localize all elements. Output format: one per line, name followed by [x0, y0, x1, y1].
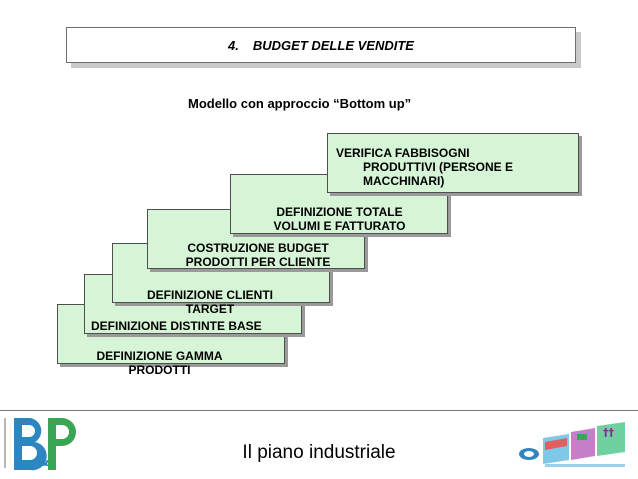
logo-tagline [2, 418, 8, 468]
svg-text:&: & [38, 455, 49, 470]
section-number: 4. [228, 37, 239, 53]
bp-logo: & [8, 414, 83, 474]
step-label: DEFINIZIONE DISTINTE BASE [91, 319, 262, 333]
step-label: DEFINIZIONE CLIENTI TARGET [147, 288, 273, 316]
footer-divider [0, 410, 638, 411]
subtitle: Modello con approccio “Bottom up” [188, 96, 412, 111]
svg-text:††: †† [603, 426, 615, 439]
step-label-rest: PRODUTTIVI (PERSONE E MACCHINARI) [363, 160, 514, 188]
decorative-icons: †† [515, 416, 633, 474]
step-verifica-fabbisogni: VERIFICA FABBISOGNI PRODUTTIVI (PERSONE … [327, 133, 579, 193]
step-label: COSTRUZIONE BUDGET PRODOTTI PER CLIENTE [185, 241, 331, 269]
footer-title: Il piano industriale [242, 442, 396, 463]
section-title: BUDGET DELLE VENDITE [252, 37, 414, 53]
step-label: DEFINIZIONE TOTALE VOLUMI E FATTURATO [273, 205, 406, 233]
title-banner: 4. BUDGET DELLE VENDITE [66, 27, 576, 63]
step-label: DEFINIZIONE GAMMA PRODOTTI [96, 349, 223, 377]
step-label-line1: VERIFICA FABBISOGNI [336, 146, 470, 160]
